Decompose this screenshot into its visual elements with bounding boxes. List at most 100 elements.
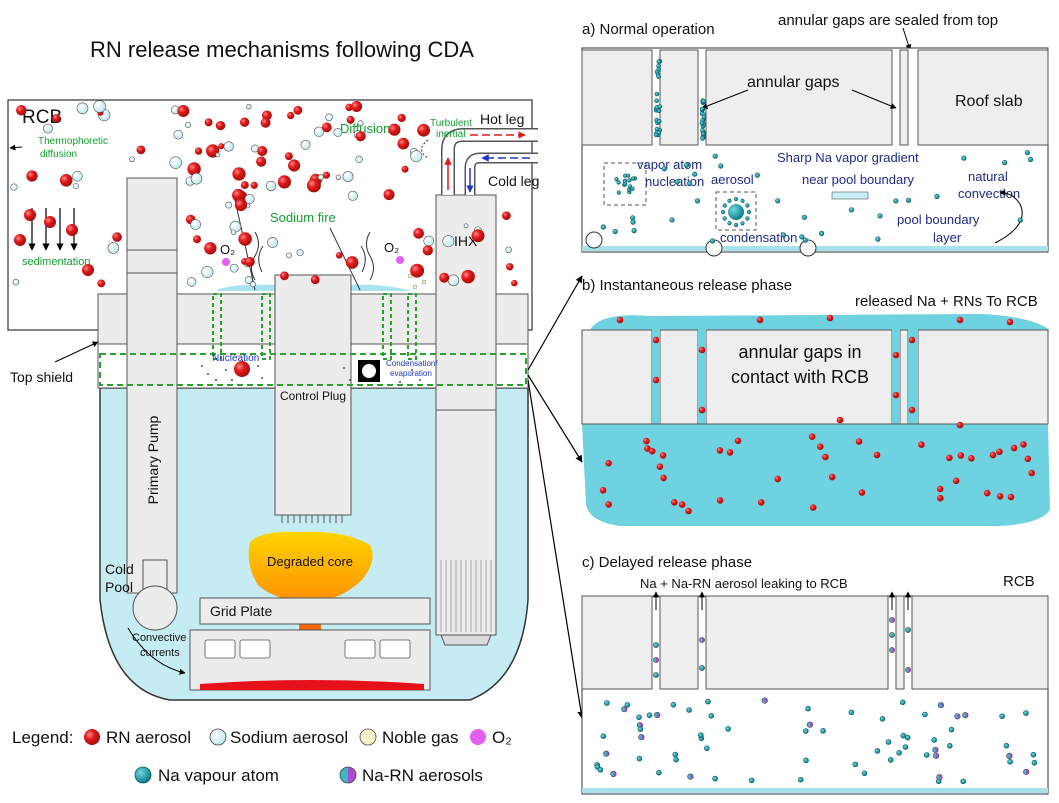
na-vapour-atom [669,217,675,223]
legend-noble-gas: Noble gas [382,728,459,747]
rn-aerosol [250,181,258,189]
na-vapour-atom [874,748,881,754]
na-vapour-atom [627,184,633,189]
rn-aerosol [97,279,106,288]
primary-pump-label: Primary Pump [145,415,161,504]
panel-a-heading: a) Normal operation [582,21,715,38]
na-vapour-atom [848,207,855,213]
na-vapour-atom [637,726,644,733]
na-vapour-atom [902,744,909,750]
sodium-aerosol [505,246,512,254]
rn-aerosol [599,487,607,494]
rn-aerosol [1010,444,1018,452]
rn-aerosol [956,421,964,429]
rn-aerosol [757,499,765,506]
na-vapour-atom [923,752,930,758]
panel-a-sealed: annular gaps are sealed from top [778,12,998,29]
noble-gas-icon [359,728,377,746]
na-vapour-atom [1024,150,1030,156]
rn-aerosol [279,271,289,281]
panel-a-zoom-circles [585,231,817,257]
rn-aerosol [836,416,844,424]
sodium-aerosol [244,194,255,204]
ihx [435,194,497,411]
sodium-aerosol [223,141,234,152]
na-vapour-atom [708,712,715,719]
sodium-aerosol [347,190,358,201]
noble-gas-dots [407,273,427,290]
zoom-region-box [99,353,527,386]
panel-a-vapor-atom: vapor atom [637,157,702,172]
rn-aerosol [822,453,829,461]
na-vapour-atom [899,699,906,706]
grid-plate-label: Grid Plate [210,603,272,619]
na-vapour-atom [661,166,667,172]
panel-c-heading: c) Delayed release phase [582,554,752,571]
rn-aerosol [413,228,424,239]
na-vapour-atom [802,237,809,243]
na-vapour-atom [705,698,711,705]
convective-arrow [127,627,186,675]
panel-b-gaps-1: annular gaps in [738,342,861,362]
na-vapour-atom [673,756,679,763]
sodium-aerosol [190,172,203,185]
diffusion-label: Diffusion [340,121,390,136]
pump-outlet [132,585,178,631]
sodium-aerosol [185,121,192,128]
rn-aerosol [136,145,146,155]
legend-label: Legend: [12,728,73,747]
panel-c-leak-arrows [653,591,911,610]
na-vapour-atom [686,180,693,187]
na-rn-aerosol [962,712,969,719]
rn-aerosol [244,256,255,267]
rn-aerosol [66,224,78,236]
rn-aerosol [397,137,410,150]
sodium-aerosol [300,139,311,150]
rn-aerosol [388,123,401,136]
na-vapour-atom [600,224,606,230]
rn-aerosol [194,147,203,155]
rn-aerosol [397,113,406,123]
panel-c-aerosols [594,617,1038,785]
rn-aerosol [16,104,27,116]
rn-aerosol [983,489,991,497]
rn-aerosol [671,499,678,506]
rn-aerosol [322,171,330,179]
rn-aerosol [756,316,764,324]
o2-right-label: O₂ [384,240,399,255]
o2-right-icon [396,256,404,264]
sodium-aerosol [93,100,106,113]
o2-left-icon [222,258,230,266]
rn-aerosol [957,452,965,459]
figure-title: RN release mechanisms following CDA [90,37,474,62]
rn-aerosol [828,473,836,481]
rn-aerosol [471,229,485,243]
convective-label-2: currents [140,647,180,659]
panel-c-rcb: RCB [1003,573,1035,590]
rn-aerosol [401,165,409,173]
rn-aerosol [918,441,925,449]
na-vapour-atom [694,198,701,204]
panel-a-vapor-atoms [600,58,1034,244]
na-vapour-atom [720,209,726,215]
rn-aerosol [809,504,817,511]
sodium-aerosol [169,156,182,169]
panel-connector-arrows [527,275,585,719]
na-vapour-atom [699,665,705,671]
sodium-aerosol [190,219,201,230]
na-rn-aerosol [932,746,939,753]
rn-aerosol [204,242,217,255]
rn-aerosol [817,443,824,451]
rn-aerosol [946,454,953,462]
rn-aerosol [1024,455,1032,463]
na-vapour-atom [692,171,698,177]
na-vapour-atom [700,136,705,141]
sodium-aerosol [72,182,79,190]
rn-aerosol [215,120,226,131]
rn-aerosol [321,122,332,133]
panel-a-convection: convection [958,186,1020,201]
na-vapour-atom [754,172,760,178]
sodium-aerosol-icon [209,728,227,746]
sodium-aerosol [357,120,364,127]
na-vapour-atom [656,769,662,776]
